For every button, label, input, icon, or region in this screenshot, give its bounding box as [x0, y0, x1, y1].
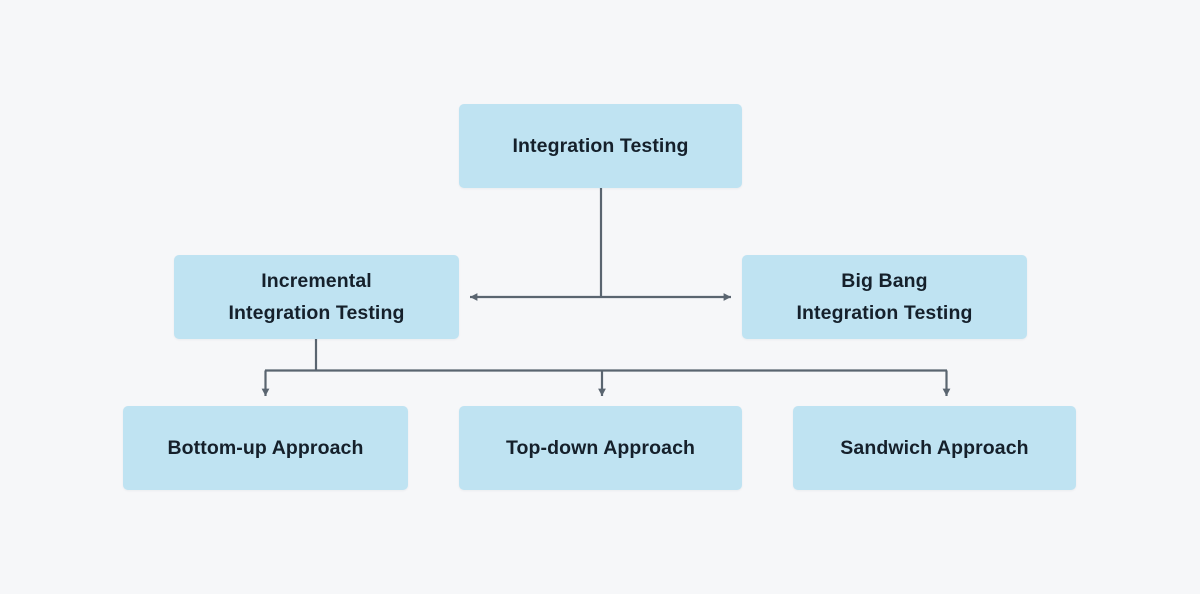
node-big-bang-integration-testing[interactable]: Big Bang Integration Testing	[742, 255, 1027, 339]
node-label-line1: Bottom-up Approach	[167, 436, 364, 459]
node-label: Big Bang Integration Testing	[742, 265, 1027, 329]
node-label-line1: Sandwich Approach	[840, 436, 1029, 459]
node-label-line1: Incremental	[261, 269, 372, 292]
node-bottom-up-approach[interactable]: Bottom-up Approach	[123, 406, 408, 490]
node-incremental-integration-testing[interactable]: Incremental Integration Testing	[174, 255, 459, 339]
node-label-line1: Big Bang	[841, 269, 928, 292]
node-label: Bottom-up Approach	[123, 432, 408, 464]
node-label-line2: Integration Testing	[796, 302, 973, 324]
node-sandwich-approach[interactable]: Sandwich Approach	[793, 406, 1076, 490]
node-label: Incremental Integration Testing	[174, 265, 459, 329]
node-label: Sandwich Approach	[793, 432, 1076, 464]
node-label: Integration Testing	[459, 130, 742, 162]
node-label: Top-down Approach	[459, 432, 742, 464]
node-label-line1: Top-down Approach	[505, 436, 696, 459]
node-top-down-approach[interactable]: Top-down Approach	[459, 406, 742, 490]
node-label-line1: Integration Testing	[512, 134, 689, 157]
node-integration-testing[interactable]: Integration Testing	[459, 104, 742, 188]
node-label-line2: Integration Testing	[228, 302, 405, 324]
